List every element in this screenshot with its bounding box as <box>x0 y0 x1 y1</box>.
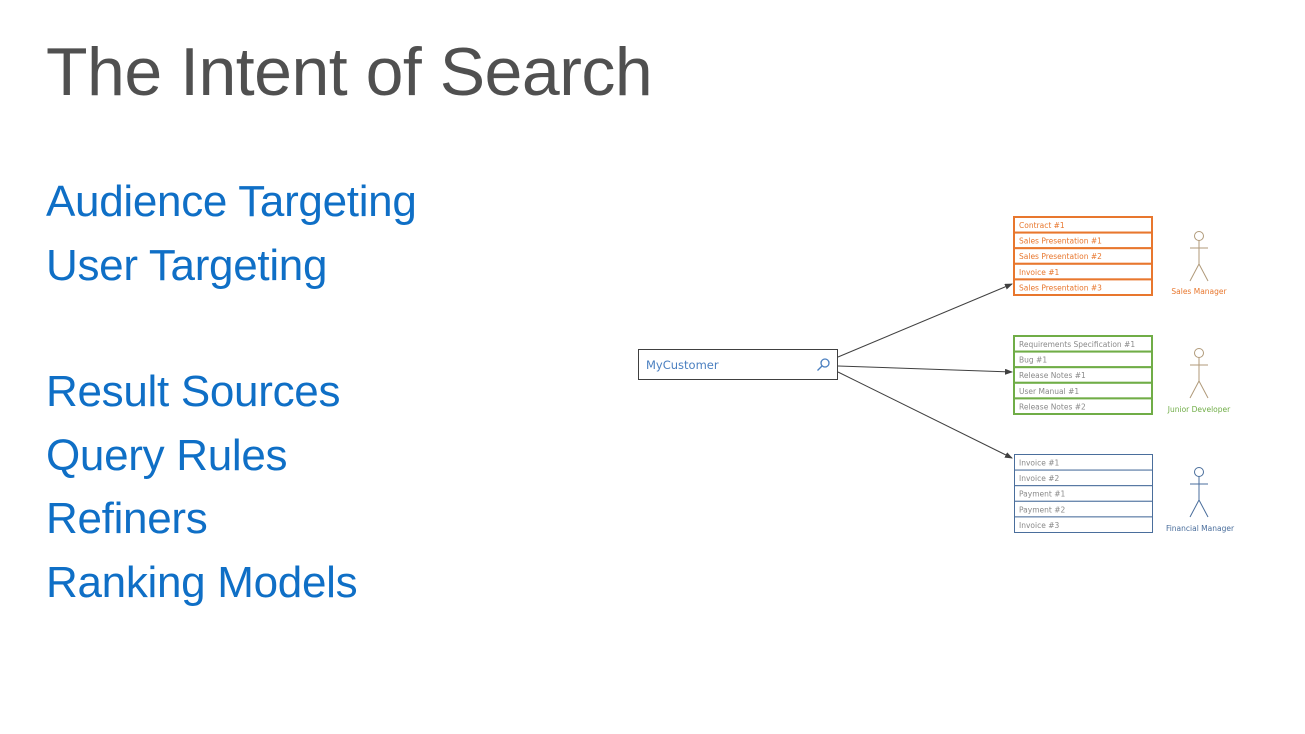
bullet-result-sources: Result Sources <box>46 367 341 416</box>
result-item: Contract #1 <box>1019 221 1065 230</box>
search-box[interactable]: MyCustomer <box>638 349 838 380</box>
result-item: Sales Presentation #2 <box>1019 252 1102 261</box>
result-item: Invoice #1 <box>1019 268 1059 277</box>
bullet-user-targeting: User Targeting <box>46 240 328 290</box>
result-item: Invoice #1 <box>1019 459 1059 468</box>
person-icon <box>1189 231 1209 282</box>
result-group-financial: Invoice #1 Invoice #2 Payment #1 Payment… <box>1014 454 1235 534</box>
search-box-value: MyCustomer <box>646 358 719 372</box>
search-icon[interactable] <box>817 358 830 371</box>
bullet-list: Audience Targeting User Targeting Result… <box>46 170 417 614</box>
result-item: Invoice #2 <box>1019 474 1059 483</box>
person-icon <box>1189 348 1209 399</box>
result-item: Sales Presentation #3 <box>1019 283 1102 292</box>
persona-label: Junior Developer <box>1167 405 1231 414</box>
persona-label: Financial Manager <box>1166 524 1235 533</box>
arrow-to-developer <box>837 365 1013 375</box>
result-item: Invoice #3 <box>1019 521 1059 530</box>
result-item: User Manual #1 <box>1019 387 1079 396</box>
bullet-refiners: Refiners <box>46 494 208 543</box>
result-group-sales: Contract #1 Sales Presentation #1 Sales … <box>1013 216 1228 296</box>
bullet-ranking-models: Ranking Models <box>46 557 358 607</box>
result-item: Payment #2 <box>1019 505 1066 514</box>
bullet-query-rules: Query Rules <box>46 430 288 480</box>
slide-title: The Intent of Search <box>46 34 653 110</box>
result-item: Release Notes #2 <box>1019 402 1086 411</box>
result-item: Bug #1 <box>1019 356 1047 365</box>
person-icon <box>1189 467 1209 518</box>
arrows <box>837 283 1013 459</box>
result-item: Release Notes #1 <box>1019 371 1086 380</box>
arrow-to-financial <box>837 371 1013 459</box>
arrow-to-sales <box>837 283 1013 358</box>
result-group-developer: Requirements Specification #1 Bug #1 Rel… <box>1013 335 1231 415</box>
result-item: Requirements Specification #1 <box>1019 340 1135 349</box>
result-item: Payment #1 <box>1019 490 1066 499</box>
result-item: Sales Presentation #1 <box>1019 237 1102 246</box>
persona-label: Sales Manager <box>1171 287 1227 296</box>
bullet-audience-targeting: Audience Targeting <box>46 177 417 226</box>
